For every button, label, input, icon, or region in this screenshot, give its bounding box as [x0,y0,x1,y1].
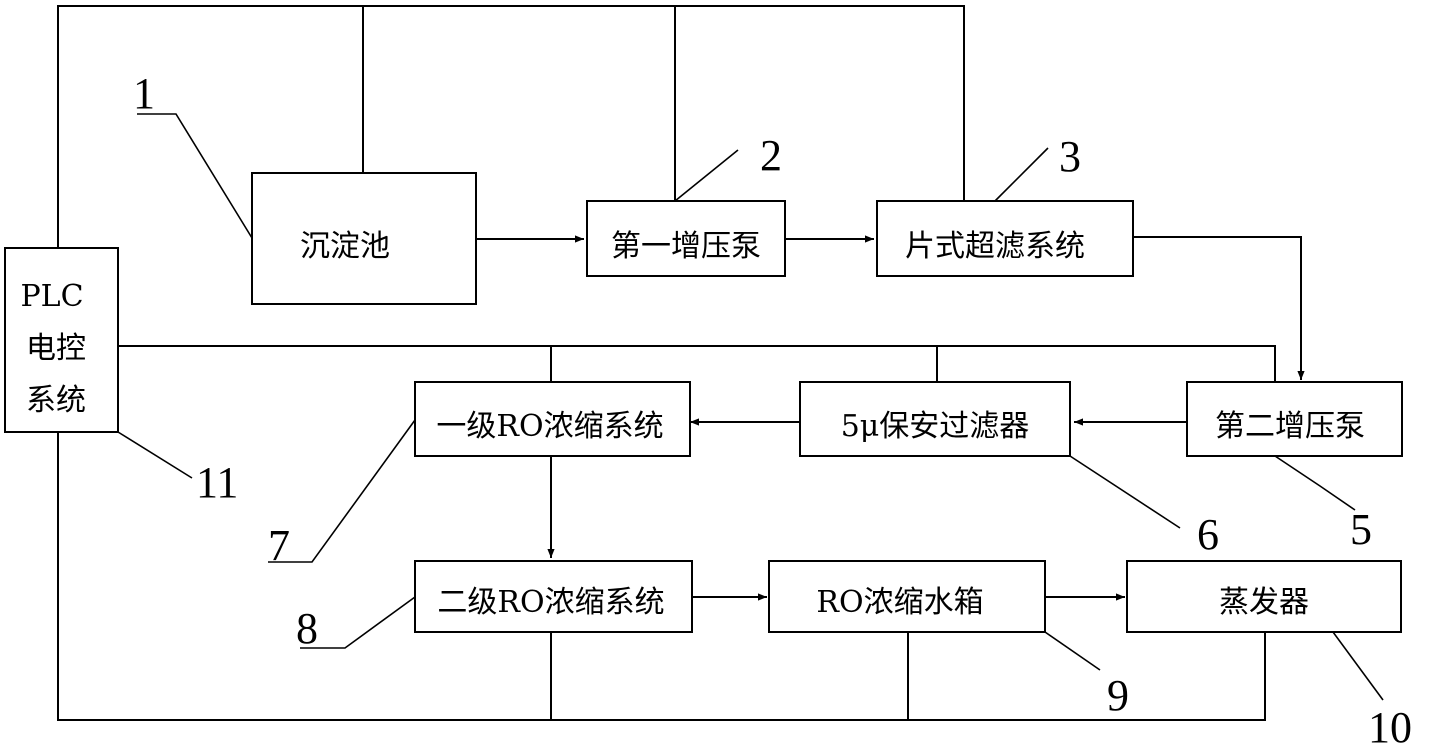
plc-label-line1: PLC [20,279,83,314]
primary-ro-label: 一级RO浓缩系统 [436,409,663,444]
ref-number-7: 7 [268,521,290,570]
ref-number-6: 6 [1197,510,1219,559]
ref-number-1: 1 [133,69,155,118]
top-control-wires [57,5,965,248]
plate-uf-system-label: 片式超滤系统 [905,229,1085,264]
evaporator-box: 蒸发器 [1126,560,1402,633]
evaporator-label: 蒸发器 [1219,585,1309,620]
ref-number-9: 9 [1107,671,1129,720]
reference-leaders [117,113,1384,701]
plate-uf-system-box: 片式超滤系统 [876,200,1134,277]
plc-control-box: PLC 电控 系统 [4,247,119,433]
ref-number-8: 8 [296,604,318,653]
middle-control-wires [118,345,1276,382]
plc-label-line3: 系统 [26,383,86,418]
first-booster-pump-label: 第一增压泵 [611,229,761,264]
security-filter-label: 5μ保安过滤器 [841,409,1030,444]
ro-tank-box: RO浓缩水箱 [768,560,1046,633]
reference-numbers: 1 2 3 5 6 7 8 9 10 11 [133,69,1412,752]
ref-number-10: 10 [1368,703,1412,752]
plc-label-line2: 电控 [26,331,86,366]
sedimentation-tank-label: 沉淀池 [300,229,390,264]
second-booster-pump-box: 第二增压泵 [1186,381,1403,457]
ref-number-2: 2 [760,131,782,180]
security-filter-box: 5μ保安过滤器 [799,381,1071,457]
secondary-ro-box: 二级RO浓缩系统 [414,560,693,633]
second-booster-pump-label: 第二增压泵 [1215,409,1365,444]
primary-ro-box: 一级RO浓缩系统 [414,381,691,457]
bottom-control-wires [57,432,1266,721]
ref-number-11: 11 [196,458,238,507]
secondary-ro-label: 二级RO浓缩系统 [437,585,664,620]
ref-number-3: 3 [1059,132,1081,181]
ref-number-5: 5 [1350,505,1372,554]
flow-arrows [477,235,1305,601]
flow-arrow-uf-to-pump2 [1133,236,1305,380]
sedimentation-tank-box: 沉淀池 [251,172,477,305]
first-booster-pump-box: 第一增压泵 [586,200,786,277]
ro-tank-label: RO浓缩水箱 [816,585,983,620]
